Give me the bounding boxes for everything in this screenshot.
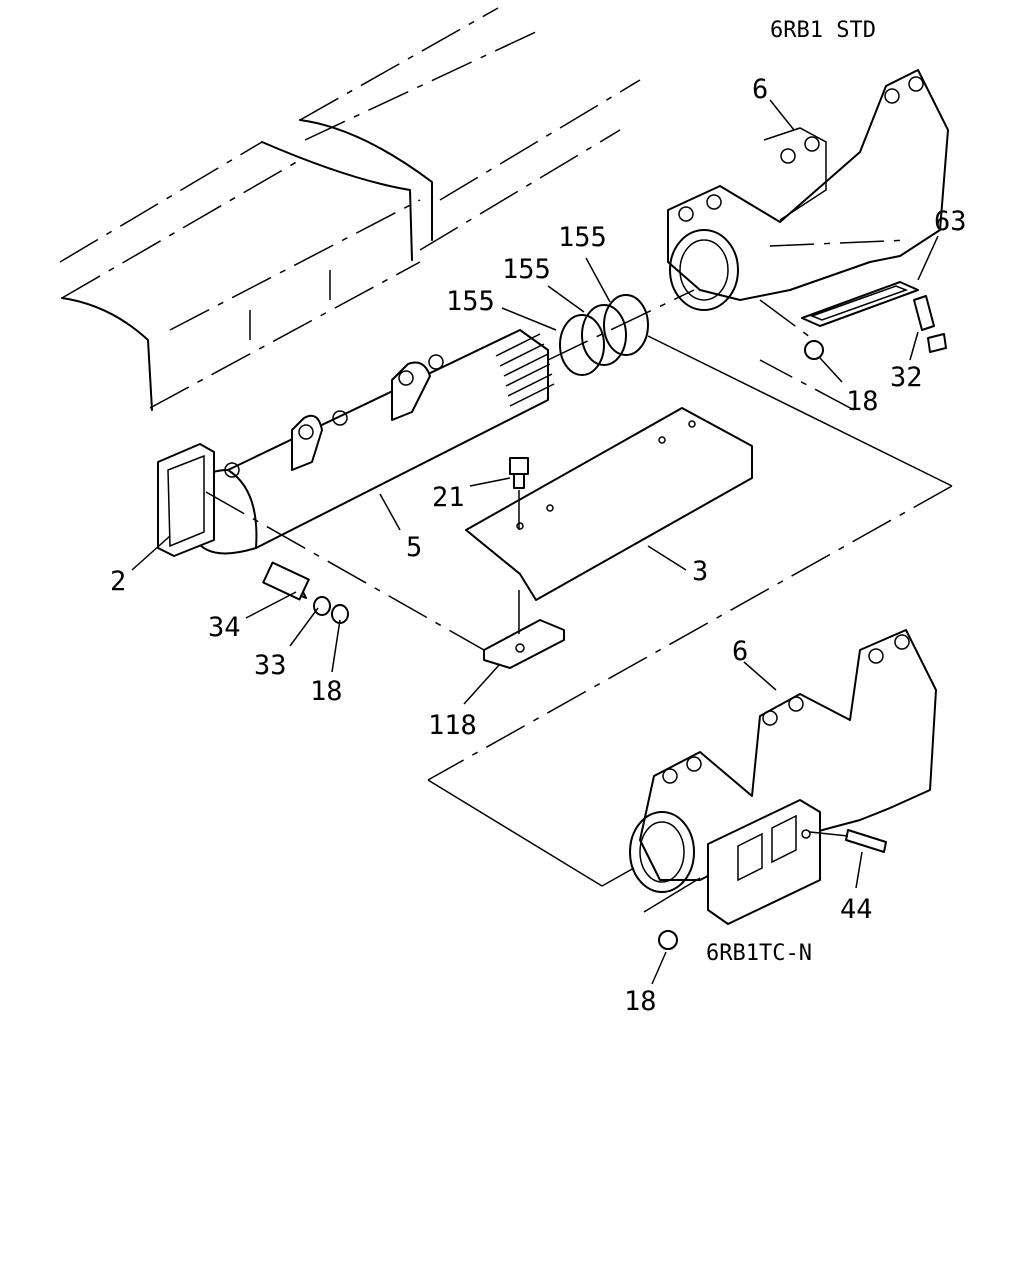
reference-plane-top [427,335,953,781]
callout-44: 44 [840,894,873,925]
gasket-left-end [157,443,215,557]
bracket-118 [483,590,565,669]
callout-118: 118 [428,710,477,741]
callout-63: 63 [934,206,967,237]
callout-155-c: 155 [558,222,607,253]
callout-34: 34 [208,612,241,643]
heat-shield [465,407,753,601]
callout-6-top: 6 [752,74,768,105]
gasket-63 [801,281,919,327]
stud-32-and-nut [759,295,947,360]
reference-plane-bottom [427,779,635,887]
variant-label-tc: 6RB1TC-N [706,941,812,966]
callout-155-a: 155 [446,286,495,317]
callout-155-b: 155 [502,254,551,285]
callout-18-left: 18 [310,676,343,707]
seal-rings [547,289,695,376]
callout-32: 32 [890,362,923,393]
right-manifold-tc [629,629,937,925]
variant-label-std: 6RB1 STD [770,18,876,43]
right-manifold-std [667,69,949,311]
callout-18-mid: 18 [846,386,879,417]
cylinder-head-outline [59,7,641,411]
callout-21: 21 [432,482,465,513]
left-exhaust-manifold [195,329,555,555]
callout-6-bottom: 6 [732,636,748,667]
callout-33: 33 [254,650,287,681]
callout-5: 5 [406,532,422,563]
stud-44-and-nut-bottom [643,829,887,950]
callout-18-bottom: 18 [624,986,657,1017]
callout-3: 3 [692,556,708,587]
spacer-washer-nut-left [205,491,485,651]
bolt-21 [509,457,529,530]
leader-lines [131,99,939,985]
callout-2: 2 [110,566,126,597]
